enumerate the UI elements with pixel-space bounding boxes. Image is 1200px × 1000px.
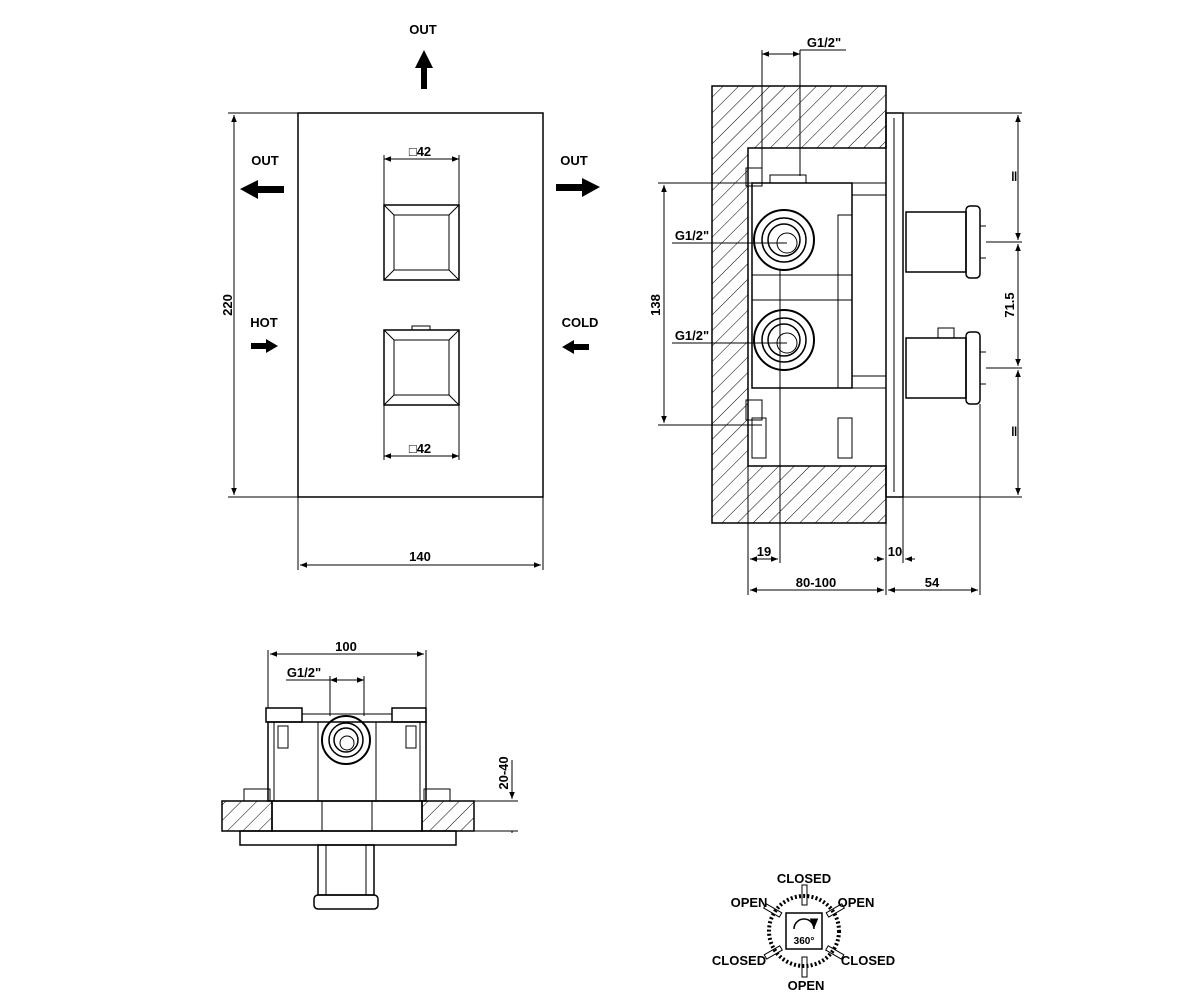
wall-thickness-dimension: 20-40 — [496, 756, 511, 789]
open-left-label: OPEN — [731, 895, 768, 910]
closed-right-label: CLOSED — [841, 953, 895, 968]
out-right-arrow-icon — [556, 178, 600, 197]
recess-depth-dimension: 80-100 — [796, 575, 836, 590]
offset-19-dimension: 19 — [757, 544, 771, 559]
svg-text:‖: ‖ — [1011, 424, 1017, 439]
stems — [905, 205, 986, 405]
cold-arrow-icon — [562, 340, 589, 354]
valve-body — [745, 167, 887, 459]
wall-section — [711, 85, 887, 524]
bottom-view: 100 G1/2" 20-40 — [221, 639, 518, 910]
upper-knob: □42 — [383, 144, 460, 281]
lower-knob: □42 — [383, 325, 460, 460]
rotation-degrees: 360° — [794, 936, 815, 947]
side-view: G1/2" G1/2" G1/2" 138 ‖ ‖ 71.5 19 10 — [648, 35, 1022, 595]
bottom-thread-label: G1/2" — [287, 665, 321, 680]
rotation-legend: 360° CLOSED OPEN OPEN CLOSED CLOSED OPEN — [712, 871, 895, 993]
bottom-wall-right — [421, 800, 475, 832]
svg-text:‖: ‖ — [1011, 169, 1017, 184]
width-dimension: 140 — [409, 549, 431, 564]
cold-label: COLD — [562, 315, 599, 330]
lower-inlet-thread-label: G1/2" — [675, 328, 709, 343]
closed-top-label: CLOSED — [777, 871, 831, 886]
stem-projection-dimension: 54 — [925, 575, 940, 590]
front-view: 220 140 □42 □42 — [220, 22, 600, 570]
upper-inlet-thread-label: G1/2" — [675, 228, 709, 243]
out-left-arrow-icon — [240, 180, 284, 199]
lower-knob-size: □42 — [409, 441, 431, 456]
top-thread-label: G1/2" — [807, 35, 841, 50]
cover-plate — [297, 112, 544, 498]
stem-spacing-dimension: 71.5 — [1002, 292, 1017, 317]
out-top-arrow-icon — [415, 50, 433, 89]
out-left-label: OUT — [251, 153, 279, 168]
open-bottom-label: OPEN — [788, 978, 825, 993]
height-dimension: 220 — [220, 294, 235, 316]
bottom-width-dimension: 100 — [335, 639, 357, 654]
plate-thickness-dimension: 10 — [888, 544, 902, 559]
knob-square-icon — [785, 912, 823, 950]
rotate-360-icon — [793, 918, 819, 930]
closed-left-label: CLOSED — [712, 953, 766, 968]
hot-arrow-icon — [251, 339, 278, 353]
out-top-label: OUT — [409, 22, 437, 37]
bottom-wall-left — [221, 800, 273, 832]
hot-label: HOT — [250, 315, 278, 330]
body-height-dimension: 138 — [648, 294, 663, 316]
upper-knob-size: □42 — [409, 144, 431, 159]
out-right-label: OUT — [560, 153, 588, 168]
open-right-label: OPEN — [838, 895, 875, 910]
